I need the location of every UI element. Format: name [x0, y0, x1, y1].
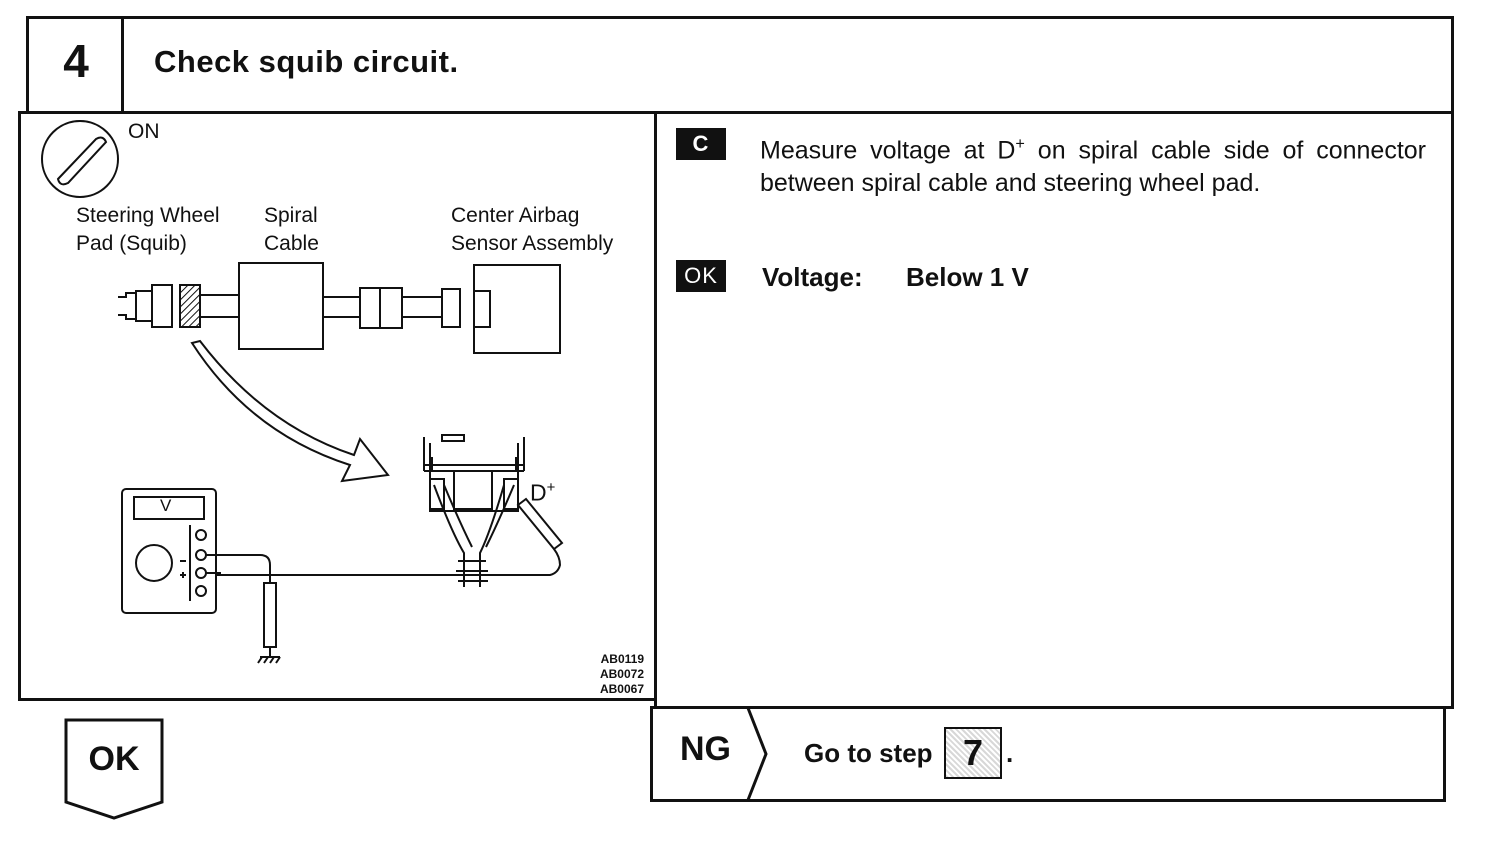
squib-connector-icon	[118, 284, 240, 328]
criteria-value: Below 1 V	[906, 262, 1029, 292]
step-number: 4	[63, 35, 89, 87]
voltmeter-icon	[121, 488, 281, 664]
instruction-panel	[654, 111, 1454, 709]
step-title: Check squib circuit.	[154, 44, 459, 79]
airbag-sensor-icon	[473, 264, 561, 354]
criteria-label: Voltage:	[762, 262, 863, 292]
instruction-part2: on spiral cable side of connector betwee…	[760, 136, 1426, 198]
steering-wheel-pad-line1: Steering Wheel	[76, 204, 220, 227]
instruction-sup: +	[1015, 135, 1025, 153]
step-number-divider	[121, 16, 124, 112]
spiral-cable-line2: Cable	[264, 232, 319, 255]
ok-label: OK	[88, 740, 140, 778]
target-step-link[interactable]: 7	[944, 727, 1002, 779]
ok-criteria-badge: OK	[676, 260, 726, 292]
terminal-sup: +	[546, 479, 556, 496]
instruction-text: Measure voltage at D+ on spiral cable si…	[760, 128, 1426, 200]
ignition-key-icon	[41, 120, 119, 198]
curved-arrow-icon	[190, 339, 390, 483]
airbag-sensor-line1: Center Airbag	[451, 204, 580, 227]
figure-codes: AB0119 AB0072 AB0067	[570, 652, 644, 697]
go-to-step-text: Go to step	[804, 738, 933, 768]
ng-label: NG	[680, 730, 731, 768]
ok-result-tag	[64, 718, 164, 820]
cable-connector-icon	[323, 287, 461, 329]
ignition-on-label: ON	[128, 120, 160, 143]
terminal-d-plus-label: D+	[530, 474, 555, 507]
airbag-sensor-line2: Sensor Assembly	[451, 232, 614, 255]
squib-circuit-diagram	[41, 120, 564, 664]
go-to-period: .	[1006, 738, 1014, 768]
spiral-cable-label: Spiral Cable	[264, 202, 319, 258]
airbag-sensor-label: Center Airbag Sensor Assembly	[451, 202, 613, 258]
figure-code: AB0067	[599, 682, 644, 696]
spiral-cable-icon	[238, 262, 324, 350]
ng-chevron-icon	[746, 707, 768, 801]
check-badge: C	[676, 128, 726, 160]
connector-detail-icon	[423, 434, 525, 587]
figure-code: AB0072	[599, 667, 644, 681]
figure-code: AB0119	[600, 652, 644, 666]
voltmeter-text: V	[160, 496, 172, 515]
ng-result-row	[650, 706, 1446, 802]
instruction-part1: Measure voltage at D	[760, 136, 1016, 165]
terminal-label: D	[530, 479, 547, 506]
steering-wheel-pad-line2: Pad (Squib)	[76, 232, 187, 255]
spiral-cable-line1: Spiral	[264, 204, 318, 227]
steering-wheel-pad-label: Steering Wheel Pad (Squib)	[76, 202, 220, 258]
test-probe-icon	[210, 497, 564, 576]
